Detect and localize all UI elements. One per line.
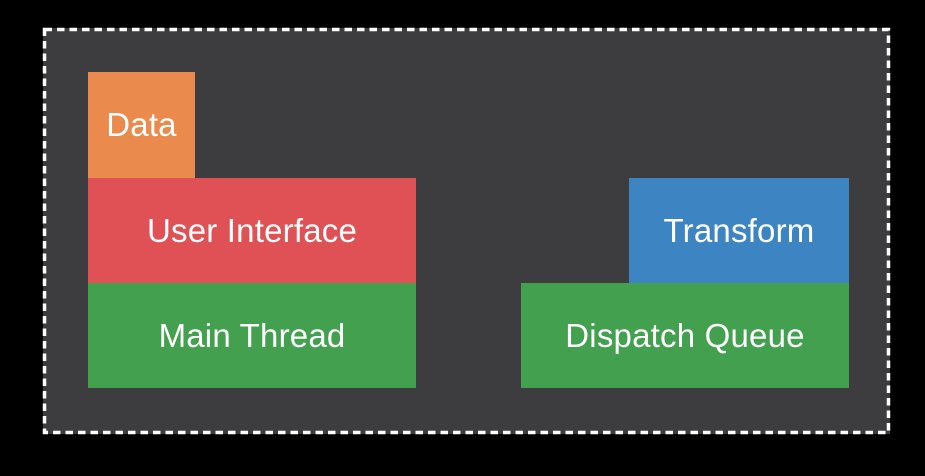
user-interface-block: User Interface	[88, 178, 416, 283]
main-thread-block-label: Main Thread	[158, 316, 346, 354]
user-interface-block-label: User Interface	[146, 211, 358, 249]
main-thread-block: Main Thread	[88, 283, 416, 388]
data-block-label: Data	[106, 106, 177, 143]
data-block: Data	[88, 72, 195, 178]
transform-block: Transform	[629, 178, 849, 283]
dispatch-queue-block: Dispatch Queue	[521, 283, 849, 388]
dispatch-queue-block-label: Dispatch Queue	[565, 316, 805, 354]
transform-block-label: Transform	[663, 211, 815, 249]
